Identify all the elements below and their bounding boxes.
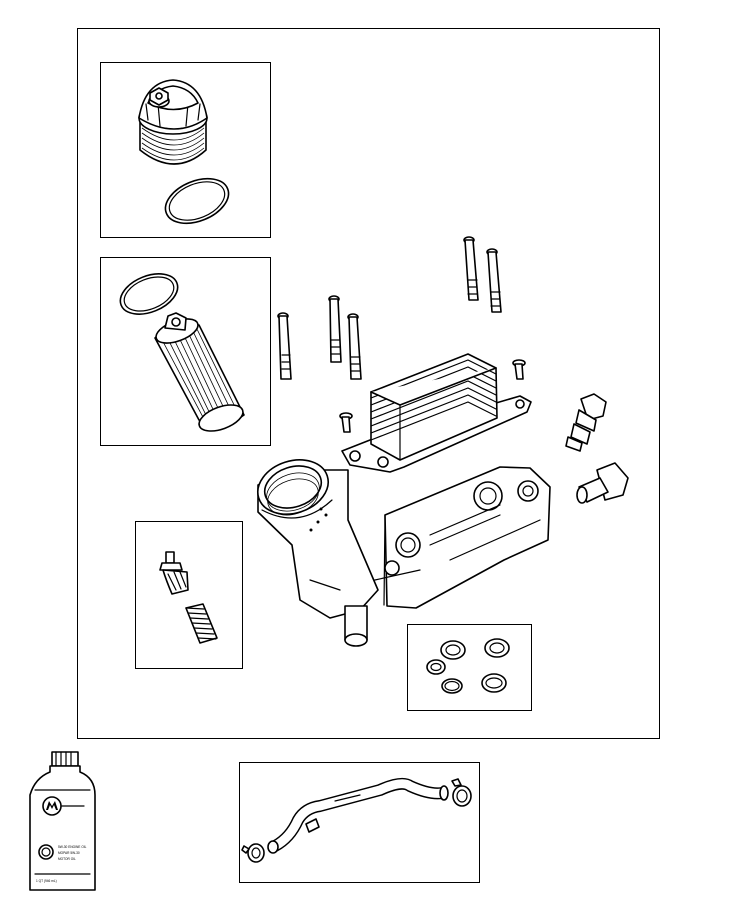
valve-spring-inset-frame (135, 521, 243, 669)
oil-filter-element[interactable] (153, 312, 246, 436)
bottle-label-line: 1 QT (946 mL) (36, 879, 57, 883)
valve-spring[interactable] (185, 603, 218, 644)
gasket-seal[interactable] (481, 673, 507, 693)
oil-filter-housing[interactable] (251, 451, 551, 647)
bottle-label-line: MOPAR 5W-30 (58, 851, 80, 855)
cap-o-ring[interactable] (159, 170, 235, 232)
main-assembly-frame (77, 28, 660, 739)
gasket-seal[interactable] (440, 640, 466, 660)
mounting-bolt[interactable] (347, 313, 362, 380)
oil-pressure-sensor[interactable] (576, 462, 629, 504)
gasket-seal[interactable] (484, 638, 510, 658)
bottle-label-line: 5W-30 ENGINE OIL (58, 845, 87, 849)
hose-inset-frame (239, 762, 480, 883)
oil-cooler[interactable] (341, 353, 532, 473)
seal-kit[interactable] (426, 638, 510, 694)
check-valve[interactable] (159, 551, 189, 595)
mounting-bolt[interactable] (277, 312, 292, 380)
hose-clamp[interactable] (451, 778, 472, 807)
small-bolt[interactable] (512, 359, 526, 380)
engine-oil-bottle[interactable]: 5W-30 ENGINE OIL MOPAR 5W-30 MOTOR OIL 1… (29, 751, 96, 891)
coolant-hose[interactable] (267, 777, 449, 854)
filter-cap-inset-frame (100, 62, 271, 238)
oil-temperature-sensor[interactable] (565, 393, 607, 452)
oil-filter-cap[interactable] (138, 79, 208, 165)
gasket-seal[interactable] (441, 678, 463, 694)
mounting-bolt[interactable] (486, 248, 502, 313)
mounting-bolt[interactable] (328, 295, 342, 363)
hose-clamp[interactable] (241, 843, 265, 863)
gasket-seal[interactable] (426, 659, 446, 675)
small-bolt[interactable] (339, 412, 353, 433)
bottle-label-line: MOTOR OIL (58, 857, 76, 861)
element-o-ring[interactable] (114, 266, 183, 322)
mounting-bolt[interactable] (463, 236, 479, 301)
filter-element-inset-frame (100, 257, 271, 446)
hose-clip[interactable] (305, 818, 320, 833)
seal-kit-inset-frame (407, 624, 532, 711)
